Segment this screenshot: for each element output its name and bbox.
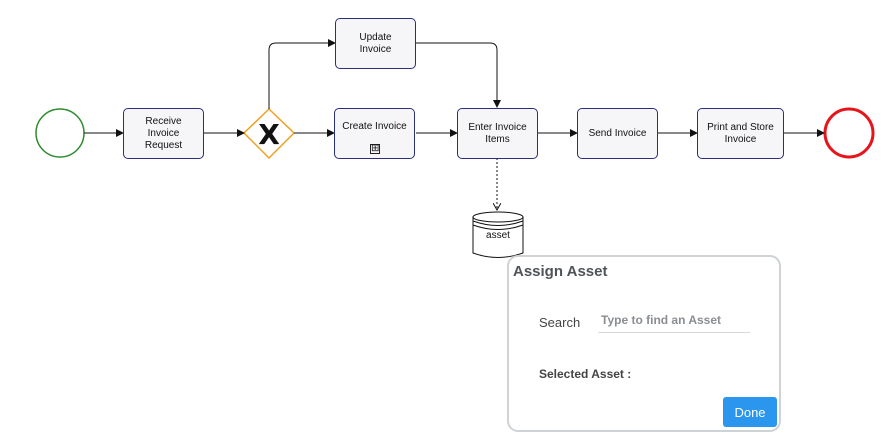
flow-gateway-to-update[interactable] [268,39,336,109]
asset-data-store[interactable] [472,211,524,258]
dialog-title: Assign Asset [513,263,608,280]
done-button[interactable]: Done [723,397,777,427]
search-label: Search [539,315,581,330]
gateway-x-icon: X [258,118,280,151]
assign-asset-dialog: Assign Asset Search Selected Asset : Don… [507,255,781,432]
task-update-invoice[interactable]: Update Invoice [335,18,416,69]
task-send-invoice[interactable]: Send Invoice [577,108,658,159]
exclusive-gateway[interactable] [242,107,296,160]
task-enter-invoice-items[interactable]: Enter Invoice Items [457,108,538,159]
flow-update-to-enter[interactable] [416,42,501,108]
asset-search-input[interactable] [598,307,750,333]
subprocess-create-invoice[interactable]: Create Invoice ⊞ [334,108,415,159]
start-event[interactable] [35,108,85,158]
end-event[interactable] [823,107,875,159]
task-receive-invoice-request[interactable]: Receive Invoice Request [123,108,204,159]
task-print-and-store-invoice[interactable]: Print and Store Invoice [697,108,784,159]
task-create-invoice-label: Create Invoice [342,121,407,132]
selected-asset-label: Selected Asset : [539,367,632,381]
subprocess-expand-icon[interactable]: ⊞ [370,143,380,154]
data-store-label: asset [486,230,510,241]
